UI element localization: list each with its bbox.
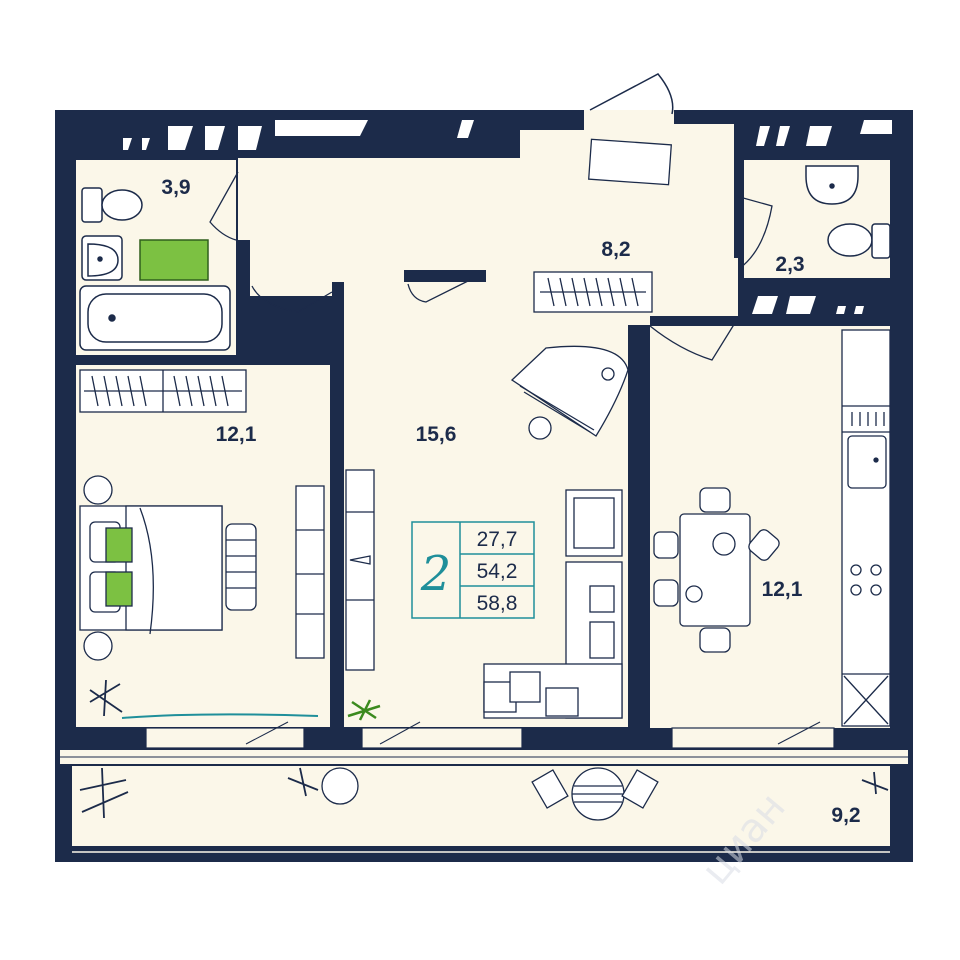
bath-bedroom-wall bbox=[76, 355, 236, 365]
rug-edge bbox=[121, 713, 319, 719]
living-area-value: 27,7 bbox=[477, 528, 518, 551]
kitchen-sink-icon bbox=[847, 435, 887, 489]
entrance-door bbox=[584, 73, 674, 124]
wardrobe-icon bbox=[533, 271, 653, 313]
balcony-plant-left bbox=[79, 767, 129, 819]
stove-icon bbox=[850, 564, 882, 596]
bedroom-fixtures bbox=[79, 369, 325, 719]
living-fixtures bbox=[345, 345, 629, 721]
counter-icon bbox=[841, 329, 891, 727]
area-summary-card: 2 27,7 54,2 58,8 bbox=[411, 521, 535, 619]
doormat bbox=[588, 138, 672, 186]
small-sink-icon bbox=[805, 165, 859, 205]
media-console-icon bbox=[345, 469, 375, 671]
bathroom-fixtures bbox=[79, 187, 231, 351]
bathroom-area-label: 3,9 bbox=[161, 176, 190, 199]
sofa-icon bbox=[483, 561, 623, 719]
balcony-floor bbox=[72, 766, 892, 846]
balcony-chair-left bbox=[531, 769, 569, 809]
bath-mat bbox=[139, 239, 209, 281]
balcony-chair-right bbox=[621, 769, 659, 809]
wc-icon bbox=[827, 223, 891, 259]
living-area-label: 15,6 bbox=[416, 423, 457, 446]
bedroom-wardrobe bbox=[79, 369, 247, 413]
toilet-icon bbox=[81, 187, 143, 223]
armchair-icon bbox=[565, 489, 623, 557]
kitchen-area-label: 12,1 bbox=[762, 578, 803, 601]
top-windows bbox=[123, 120, 892, 314]
balcony-plant-right bbox=[861, 771, 889, 795]
balcony-table-icon bbox=[571, 767, 625, 821]
total-area-value: 54,2 bbox=[477, 560, 518, 583]
door-swings bbox=[209, 171, 773, 361]
sink-icon bbox=[81, 235, 123, 281]
balcony-plant-middle bbox=[287, 767, 319, 797]
dining-table-icon bbox=[653, 487, 780, 653]
piano-icon bbox=[510, 345, 629, 440]
toilet-room-fixtures bbox=[805, 165, 891, 259]
nightstand-lamp-bottom bbox=[83, 631, 113, 661]
toilet-area-label: 2,3 bbox=[775, 253, 804, 276]
balcony-sill bbox=[55, 721, 913, 766]
hallway-fixtures bbox=[533, 138, 672, 313]
nightstand-lamp-top bbox=[83, 475, 113, 505]
bed-icon bbox=[79, 505, 223, 635]
bedroom-area-label: 12,1 bbox=[216, 423, 257, 446]
room-labels: 3,9 8,2 2,3 12,1 15,6 12,1 9,2 bbox=[161, 176, 860, 827]
hallway-area-label: 8,2 bbox=[601, 238, 630, 261]
balcony-fixtures bbox=[79, 767, 889, 821]
bench-icon bbox=[225, 523, 257, 611]
kitchen-fixtures bbox=[653, 329, 891, 727]
total-with-balcony-value: 58,8 bbox=[477, 592, 518, 615]
rooms-count: 2 bbox=[420, 546, 452, 602]
bathtub-icon bbox=[79, 285, 231, 351]
plant-icon bbox=[89, 679, 123, 717]
flower-pot-icon bbox=[321, 767, 359, 805]
tv-unit-icon bbox=[295, 485, 325, 659]
floor-plant-icon bbox=[347, 699, 381, 721]
balcony-area-label: 9,2 bbox=[831, 804, 860, 827]
balcony-railing bbox=[55, 766, 913, 862]
